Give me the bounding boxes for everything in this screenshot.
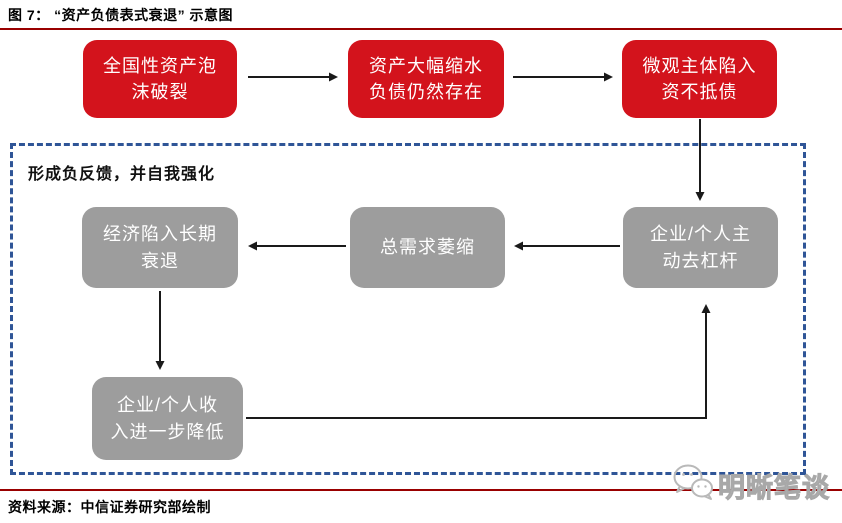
watermark: 明晰笔谈 <box>670 462 830 509</box>
feedback-loop-frame <box>10 143 806 475</box>
flow-box-asset-bubble-burst: 全国性资产泡 沫破裂 <box>83 40 237 118</box>
source-note: 资料来源：中信证券研究部绘制 <box>8 499 211 515</box>
loop-box-active-deleveraging: 企业/个人主 动去杠杆 <box>623 207 778 288</box>
flow-box-insolvency: 微观主体陷入 资不抵债 <box>622 40 777 118</box>
wechat-chat-bubbles-icon <box>670 462 716 509</box>
loop-box-long-term-recession: 经济陷入长期 衰退 <box>82 207 238 288</box>
flow-box-assets-shrink-debt-remains: 资产大幅缩水 负债仍然存在 <box>348 40 504 118</box>
watermark-label: 明晰笔谈 <box>718 473 830 504</box>
feedback-loop-caption: 形成负反馈，并自我强化 <box>28 166 216 183</box>
bottom-rule <box>0 489 842 491</box>
loop-box-income-further-declines: 企业/个人收 入进一步降低 <box>92 377 243 460</box>
loop-box-aggregate-demand-shrinks: 总需求萎缩 <box>350 207 505 288</box>
figure-title: 图 7： “资产负债表式衰退” 示意图 <box>8 7 233 23</box>
title-underline-rule <box>0 28 842 30</box>
